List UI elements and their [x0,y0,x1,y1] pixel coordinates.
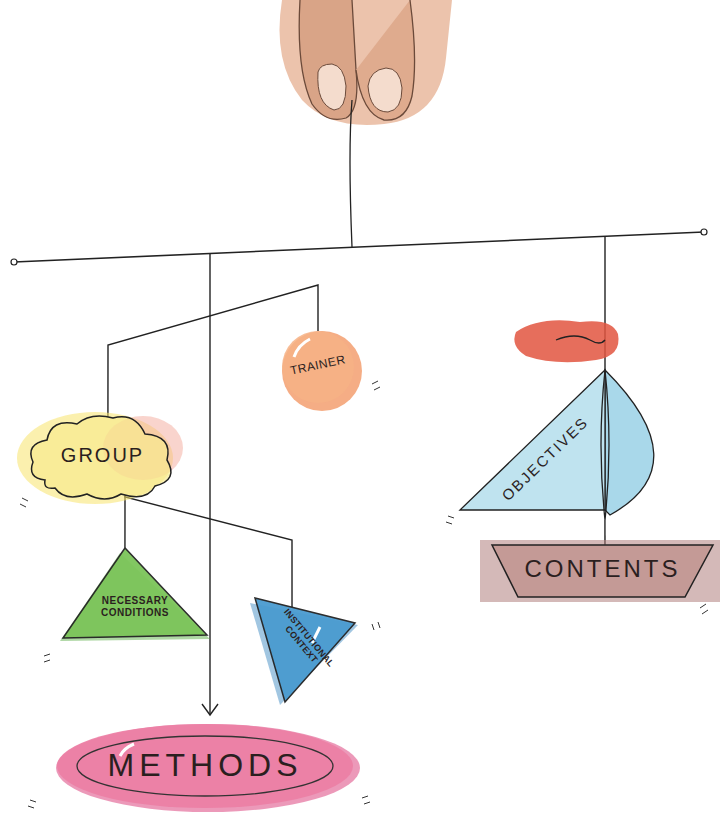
motion-tick [44,654,50,662]
cloud-node: GROUP [25,410,180,505]
motion-tick [362,796,370,804]
motion-tick [446,516,454,524]
trapezoid-node: CONTENTS [490,540,715,600]
triangle-shape [255,598,355,702]
finger-nail [318,64,346,110]
motion-tick [372,622,380,630]
hand-palm [280,0,453,125]
shape-outline [455,365,700,520]
flag-line [556,336,605,343]
shape-outline [60,545,210,640]
bar-end [701,229,707,235]
hand-finger [299,0,357,119]
motion-tick [28,800,36,808]
bar-end [11,259,17,265]
sail-belly [605,370,654,515]
motion-tick [700,604,708,614]
triangle-shape [63,548,207,638]
finger-nail [368,68,402,112]
node-label: METHODS [50,747,360,784]
paint-wash [480,540,720,602]
highlight [294,339,310,357]
node-label: NECESSARY CONDITIONS [85,595,185,618]
mast [601,370,609,520]
flag-paint [514,320,618,362]
ellipse-node: METHODS [50,718,360,813]
node-label: CONTENTS [490,555,715,583]
sail-node: OBJECTIVES [455,365,700,520]
motion-tick [372,381,380,390]
hanging-string [350,100,352,247]
hand-finger [356,0,415,120]
circle-node: TRAINER [278,327,358,407]
hanging-string [124,496,125,548]
motion-tick [20,498,28,507]
sail-shape [460,370,605,510]
sail-highlight [669,445,673,483]
hanging-string [209,254,210,714]
triangle-node: INSTITUTIONAL CONTEXT [250,595,360,705]
triangle-node: NECESSARY CONDITIONS [60,545,210,640]
string-hook [202,704,218,715]
mobile-bar [14,232,704,262]
node-label: GROUP [25,444,180,467]
